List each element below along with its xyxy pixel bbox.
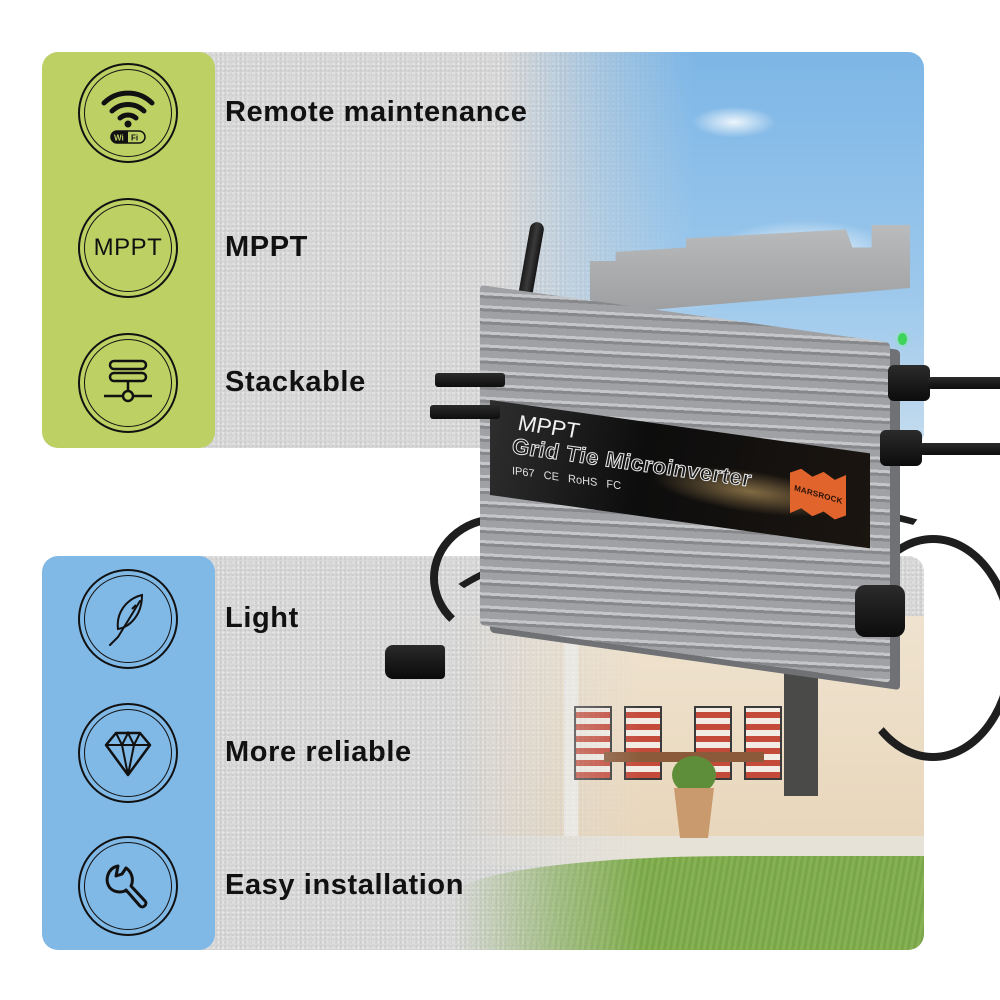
plate-title-text: Grid Tie Microinverter — [512, 433, 752, 493]
diamond-icon — [78, 703, 178, 803]
status-led-indicator — [898, 333, 907, 345]
wrench-icon — [78, 836, 178, 936]
wifi-badge-left: Wi — [114, 134, 124, 143]
feature-remote-maintenance: Wi Fi Remote maintenance — [42, 60, 642, 170]
stackable-network-icon — [78, 333, 178, 433]
cable-gland-1 — [888, 365, 930, 401]
feature-label: Stackable — [225, 366, 366, 398]
output-cable-2 — [920, 443, 1000, 455]
cable-gland-2 — [880, 430, 922, 466]
feature-easy-installation: Easy installation — [42, 833, 642, 943]
dc-connector-2 — [430, 405, 500, 419]
microinverter-product: MPPT Grid Tie Microinverter IP67 CE RoHS… — [385, 215, 1000, 761]
right-loop-cable — [850, 535, 1000, 761]
brand-name: MARSROCK — [793, 482, 843, 506]
feature-label: MPPT — [225, 231, 308, 263]
ac-connector-port — [855, 585, 905, 637]
wifi-icon: Wi Fi — [78, 63, 178, 163]
feather-icon — [78, 569, 178, 669]
dc-connector-1 — [435, 373, 505, 387]
feature-label: Remote maintenance — [225, 96, 528, 128]
feature-label: Easy installation — [225, 869, 465, 901]
marsrock-logo: MARSROCK — [790, 467, 846, 521]
mppt-icon-text: MPPT — [93, 234, 163, 261]
feature-mppt: MPPT MPPT — [42, 195, 642, 305]
feature-label: Light — [225, 602, 299, 634]
wifi-badge-right: Fi — [131, 134, 138, 143]
feature-light: Light — [42, 566, 642, 676]
output-cable-1 — [928, 377, 1000, 389]
mounting-bracket — [590, 225, 910, 315]
feature-stackable: Stackable — [42, 330, 642, 440]
lawn — [454, 856, 924, 950]
mppt-icon: MPPT — [78, 198, 178, 298]
feature-more-reliable: More reliable — [42, 700, 642, 810]
ac-plug-connector — [385, 645, 445, 679]
feature-label: More reliable — [225, 736, 412, 768]
